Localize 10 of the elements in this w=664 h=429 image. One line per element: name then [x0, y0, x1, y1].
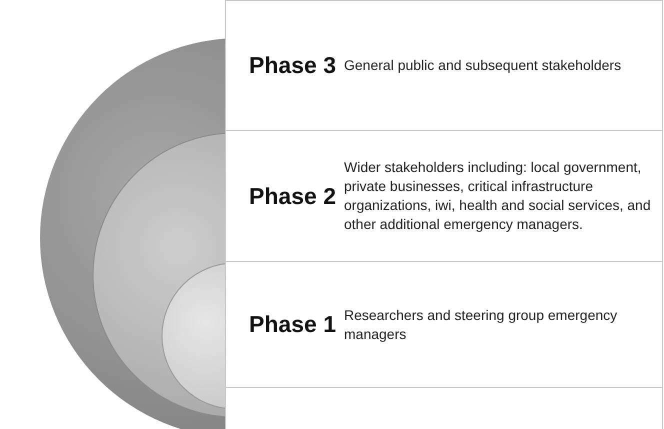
phase-band [225, 261, 663, 388]
phase-heading: Phase 3 [248, 52, 336, 79]
phase-description: General public and subsequent stakeholders [344, 56, 622, 75]
phase-band [225, 0, 663, 131]
phase-heading: Phase 2 [248, 182, 336, 210]
phase-description: Researchers and steering group emergency managers [344, 306, 618, 344]
phase-band [225, 387, 663, 429]
phase-description: Wider stakeholders including: local government, private businesses, critical infrastructure organizations, iwi, health and social services, and other additional emergency managers. [344, 158, 652, 234]
phase-heading: Phase 1 [248, 311, 336, 338]
phase-band [225, 130, 663, 262]
